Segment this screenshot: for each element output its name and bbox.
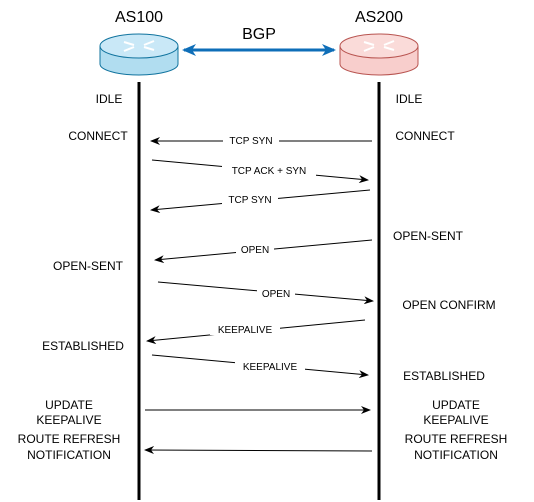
message-label-tcp-ack-syn: TCP ACK + SYN xyxy=(232,166,307,177)
left-state-connect: CONNECT xyxy=(68,129,128,143)
message-label-open-1: OPEN xyxy=(241,245,269,256)
bgp-link-label: BGP xyxy=(242,26,276,43)
router-left-icon xyxy=(99,33,179,76)
left-update-line-4: NOTIFICATION xyxy=(27,448,111,462)
right-update-line-3: ROUTE REFRESH xyxy=(405,432,508,446)
right-state-established: ESTABLISHED xyxy=(403,369,485,383)
message-label-tcp-syn-2: TCP SYN xyxy=(228,195,271,206)
message-label-keepalive-2: KEEPALIVE xyxy=(243,362,298,373)
router-left-title: AS100 xyxy=(115,9,163,26)
right-update-line-4: NOTIFICATION xyxy=(414,448,498,462)
message-label-keepalive-1-group: KEEPALIVE xyxy=(210,323,280,336)
right-state-open-confirm: OPEN CONFIRM xyxy=(402,298,495,312)
message-label-tcp-syn-1-group: TCP SYN xyxy=(223,134,279,147)
message-label-tcp-syn-1: TCP SYN xyxy=(229,136,272,147)
right-update-line-2: KEEPALIVE xyxy=(423,413,488,427)
left-state-open-sent: OPEN-SENT xyxy=(53,259,124,273)
left-state-idle: IDLE xyxy=(96,92,123,106)
right-update-line-1: UPDATE xyxy=(432,398,480,412)
left-update-line-3: ROUTE REFRESH xyxy=(18,432,121,446)
right-state-idle: IDLE xyxy=(396,92,423,106)
update-arrow-left xyxy=(144,446,373,455)
message-label-keepalive-2-group: KEEPALIVE xyxy=(235,360,305,373)
message-label-tcp-ack-syn-group: TCP ACK + SYN xyxy=(222,164,316,177)
message-label-tcp-syn-2-group: TCP SYN xyxy=(222,193,278,206)
left-state-established: ESTABLISHED xyxy=(42,339,124,353)
right-state-connect: CONNECT xyxy=(395,129,455,143)
right-state-open-sent: OPEN-SENT xyxy=(393,229,464,243)
left-update-line-1: UPDATE xyxy=(45,398,93,412)
message-label-keepalive-1: KEEPALIVE xyxy=(218,325,273,336)
message-label-open-2: OPEN xyxy=(262,289,290,300)
message-label-open-1-group: OPEN xyxy=(236,243,274,256)
router-right-icon xyxy=(339,33,419,76)
left-update-line-2: KEEPALIVE xyxy=(36,413,101,427)
message-label-open-2-group: OPEN xyxy=(257,287,295,300)
router-right-title: AS200 xyxy=(355,9,403,26)
